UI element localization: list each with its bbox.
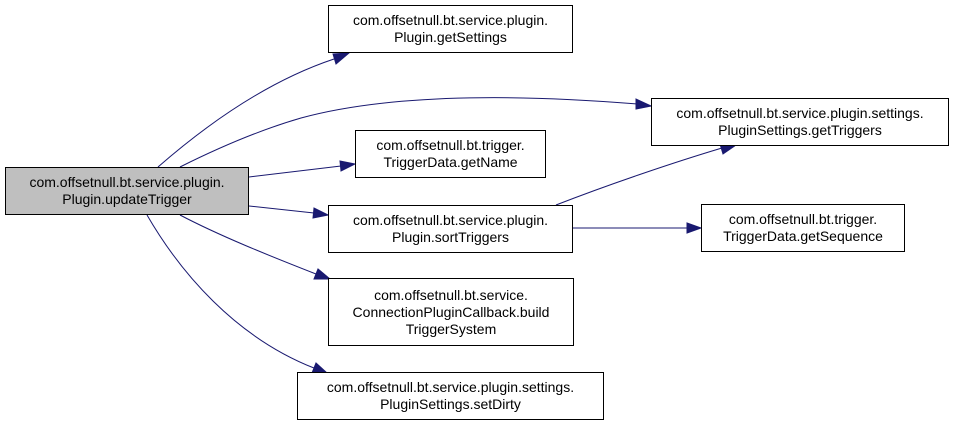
node-plugin-get-settings[interactable]: com.offsetnull.bt.service.plugin. Plugin… [328,5,573,53]
node-label-line: PluginSettings.getTriggers [718,122,882,138]
node-label-line: com.offsetnull.bt.service.plugin.setting… [326,379,575,395]
edge-arrowhead-get-triggers [635,98,653,110]
edge-root-to-get-settings [157,58,335,168]
node-label-line: Plugin.sortTriggers [392,229,509,245]
node-label-line: Plugin.updateTrigger [62,191,192,207]
node-label-line: TriggerData.getName [383,154,518,170]
node-trigger-data-get-sequence[interactable]: com.offsetnull.bt.trigger. TriggerData.g… [701,204,905,252]
edge-root-to-sort-triggers [248,205,315,214]
edge-root-to-get-triggers [179,97,638,168]
node-plugin-settings-get-triggers[interactable]: com.offsetnull.bt.service.plugin.setting… [651,98,949,146]
node-label-line: com.offsetnull.bt.service.plugin. [352,12,549,28]
edge-arrowhead-get-name [339,160,357,172]
node-trigger-data-get-name[interactable]: com.offsetnull.bt.trigger. TriggerData.g… [355,130,546,178]
edge-arrowhead-sort-triggers [312,207,330,219]
edge-arrowhead-get-sequence [686,222,703,234]
edge-root-to-get-name [248,165,342,178]
node-label-line: com.offsetnull.bt.service.plugin. [29,174,225,190]
node-label-line: com.offsetnull.bt.trigger. [728,211,878,227]
node-plugin-sort-triggers[interactable]: com.offsetnull.bt.service.plugin. Plugin… [328,205,573,253]
edge-arrowhead-build-trigger [313,268,332,280]
node-plugin-update-trigger: com.offsetnull.bt.service.plugin. Plugin… [5,167,249,215]
node-label-line: TriggerSystem [405,320,497,337]
edge-arrowhead-get-settings [332,52,351,65]
node-label-line: com.offsetnull.bt.service.plugin. [352,212,549,228]
node-plugin-settings-set-dirty[interactable]: com.offsetnull.bt.service.plugin.setting… [297,372,604,420]
node-label-line: com.offsetnull.bt.service. [374,286,528,303]
edge-root-to-set-dirty [146,214,315,369]
node-connection-plugin-callback-build-trigger-system[interactable]: com.offsetnull.bt.service. ConnectionPlu… [328,278,574,346]
node-label-line: ConnectionPluginCallback.build [352,303,550,320]
edge-sort-to-get-triggers [555,147,723,206]
node-label-line: com.offsetnull.bt.service.plugin.setting… [676,105,924,121]
node-label-line: Plugin.getSettings [394,29,507,45]
edge-root-to-build-trigger [179,214,317,275]
node-label-line: com.offsetnull.bt.trigger. [376,137,525,153]
node-label-line: PluginSettings.setDirty [380,396,521,412]
node-label-line: TriggerData.getSequence [723,228,883,244]
